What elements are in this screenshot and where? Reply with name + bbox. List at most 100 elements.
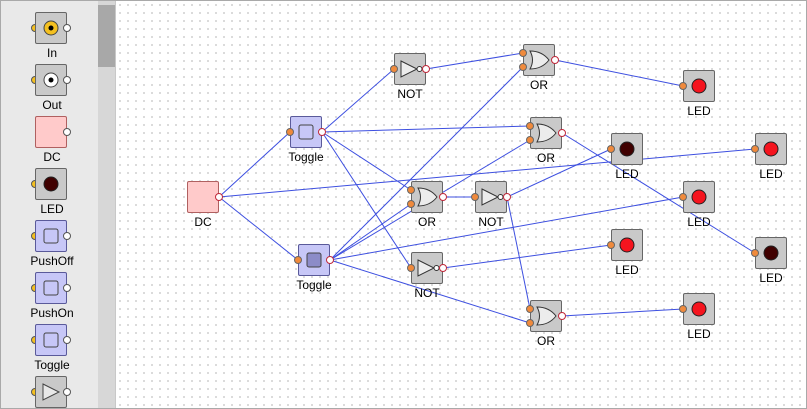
wire[interactable] bbox=[561, 132, 756, 254]
led-component[interactable]: LED bbox=[607, 133, 643, 181]
palette-item-in[interactable]: In bbox=[17, 12, 87, 64]
led-component[interactable]: LED bbox=[607, 229, 643, 277]
wire[interactable] bbox=[218, 148, 756, 198]
palette-item-toggle[interactable]: Toggle bbox=[17, 324, 87, 376]
wire[interactable] bbox=[561, 308, 684, 317]
input-pin[interactable] bbox=[519, 63, 527, 71]
dc-component[interactable]: DC bbox=[187, 181, 223, 229]
component-label: LED bbox=[759, 271, 783, 285]
wire[interactable] bbox=[425, 52, 524, 70]
input-pin[interactable] bbox=[607, 241, 615, 249]
not-component[interactable]: NOT bbox=[390, 53, 430, 101]
output-pin-icon bbox=[63, 232, 71, 240]
component-label: OR bbox=[537, 334, 555, 348]
buffer-gate-icon bbox=[35, 376, 67, 408]
toggle-component[interactable]: Toggle bbox=[286, 116, 326, 164]
not-component[interactable]: NOT bbox=[471, 181, 511, 229]
output-pin[interactable] bbox=[422, 65, 430, 73]
output-pin[interactable] bbox=[439, 193, 447, 201]
palette-scrollbar[interactable] bbox=[98, 1, 116, 408]
wire[interactable] bbox=[321, 131, 412, 191]
led-component[interactable]: LED bbox=[751, 133, 787, 181]
wire[interactable] bbox=[218, 131, 291, 198]
component-label: NOT bbox=[478, 215, 504, 229]
or-icon bbox=[530, 300, 562, 332]
palette-item-out[interactable]: Out bbox=[17, 64, 87, 116]
palette-item-pushon[interactable]: PushOn bbox=[17, 272, 87, 324]
toggle-icon bbox=[290, 116, 322, 148]
input-pin[interactable] bbox=[679, 193, 687, 201]
input-pin[interactable] bbox=[526, 136, 534, 144]
input-pin[interactable] bbox=[679, 305, 687, 313]
led-component[interactable]: LED bbox=[679, 70, 715, 118]
or-component[interactable]: OR bbox=[519, 44, 559, 92]
output-pin[interactable] bbox=[558, 312, 566, 320]
led-component[interactable]: LED bbox=[751, 237, 787, 285]
wire[interactable] bbox=[321, 68, 395, 133]
input-pin[interactable] bbox=[407, 200, 415, 208]
output-pin[interactable] bbox=[318, 128, 326, 136]
input-pin[interactable] bbox=[407, 186, 415, 194]
dc-icon bbox=[187, 181, 219, 213]
wire[interactable] bbox=[329, 196, 684, 261]
output-pin[interactable] bbox=[439, 264, 447, 272]
wire[interactable] bbox=[218, 196, 299, 261]
or-component[interactable]: OR bbox=[526, 300, 566, 348]
output-pin[interactable] bbox=[558, 129, 566, 137]
input-pin[interactable] bbox=[407, 264, 415, 272]
not-component[interactable]: NOT bbox=[407, 252, 447, 300]
output-pin-icon bbox=[63, 284, 71, 292]
input-pin[interactable] bbox=[679, 82, 687, 90]
output-pin[interactable] bbox=[503, 193, 511, 201]
input-pin[interactable] bbox=[294, 256, 302, 264]
component-label: Toggle bbox=[288, 150, 324, 164]
or-component[interactable]: OR bbox=[407, 181, 447, 229]
palette-item-pushoff[interactable]: PushOff bbox=[17, 220, 87, 272]
input-pin[interactable] bbox=[286, 128, 294, 136]
component-label: LED bbox=[615, 167, 639, 181]
component-label: NOT bbox=[397, 87, 423, 101]
led-component[interactable]: LED bbox=[679, 181, 715, 229]
palette-item-label: PushOn bbox=[30, 306, 74, 320]
or-component[interactable]: OR bbox=[526, 117, 566, 165]
palette-item-dc[interactable]: DC bbox=[17, 116, 87, 168]
led-icon bbox=[611, 133, 643, 165]
palette-item-buffer[interactable] bbox=[17, 376, 87, 408]
input-pin[interactable] bbox=[390, 65, 398, 73]
led-icon bbox=[755, 133, 787, 165]
input-pin[interactable] bbox=[751, 249, 759, 257]
output-pin[interactable] bbox=[215, 193, 223, 201]
output-pin-icon bbox=[63, 336, 71, 344]
output-pin-icon bbox=[63, 76, 71, 84]
palette-item-label: DC bbox=[43, 150, 61, 164]
input-pin[interactable] bbox=[526, 319, 534, 327]
input-pin[interactable] bbox=[607, 145, 615, 153]
led-component[interactable]: LED bbox=[679, 293, 715, 341]
led-icon bbox=[683, 181, 715, 213]
wire[interactable] bbox=[506, 148, 612, 198]
not-icon bbox=[394, 53, 426, 85]
wire[interactable] bbox=[506, 196, 531, 310]
wire[interactable] bbox=[329, 66, 524, 261]
input-pin[interactable] bbox=[471, 193, 479, 201]
scrollbar-thumb[interactable] bbox=[98, 5, 115, 67]
input-pin[interactable] bbox=[526, 305, 534, 313]
component-label: NOT bbox=[414, 286, 440, 300]
output-pin[interactable] bbox=[551, 56, 559, 64]
output-pin[interactable] bbox=[326, 256, 334, 264]
wire[interactable] bbox=[321, 125, 531, 133]
wire[interactable] bbox=[329, 259, 531, 324]
wire-layer bbox=[218, 52, 756, 324]
palette-item-label: Out bbox=[42, 98, 62, 112]
wire[interactable] bbox=[442, 244, 612, 269]
input-pin[interactable] bbox=[519, 49, 527, 57]
toggle-component[interactable]: Toggle bbox=[294, 244, 334, 292]
input-pin[interactable] bbox=[751, 145, 759, 153]
palette-item-led[interactable]: LED bbox=[17, 168, 87, 220]
wire[interactable] bbox=[329, 203, 412, 261]
wire[interactable] bbox=[321, 131, 412, 269]
input-pin[interactable] bbox=[526, 122, 534, 130]
wire[interactable] bbox=[554, 59, 684, 87]
